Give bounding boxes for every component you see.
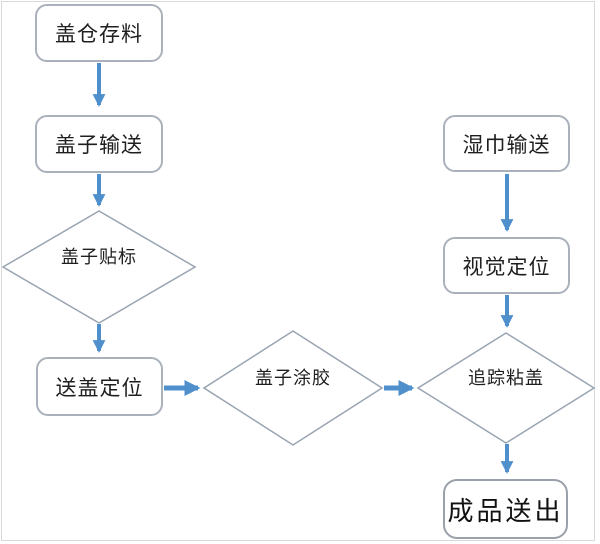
- node-label: 盖子输送: [55, 134, 143, 157]
- node-cap-feed-positioning: 送盖定位: [36, 357, 163, 416]
- node-label: 成品送出: [447, 496, 564, 527]
- node-cap-conveying: 盖子输送: [35, 115, 163, 173]
- node-label: 送盖定位: [55, 376, 144, 400]
- node-wipes-conveying: 湿巾输送: [443, 115, 570, 172]
- diamond-tracking-capping-shape: [416, 332, 596, 444]
- node-vision-positioning: 视觉定位: [443, 237, 570, 294]
- node-label: 视觉定位: [462, 255, 551, 279]
- node-cap-storage: 盖仓存料: [35, 4, 163, 62]
- diamond-cap-gluing-shape: [202, 330, 384, 446]
- node-label: 湿巾输送: [462, 133, 551, 157]
- node-label: 盖仓存料: [55, 23, 143, 46]
- node-finished-product-output: 成品送出: [443, 479, 568, 539]
- diamond-cap-labeling-shape: [1, 210, 197, 324]
